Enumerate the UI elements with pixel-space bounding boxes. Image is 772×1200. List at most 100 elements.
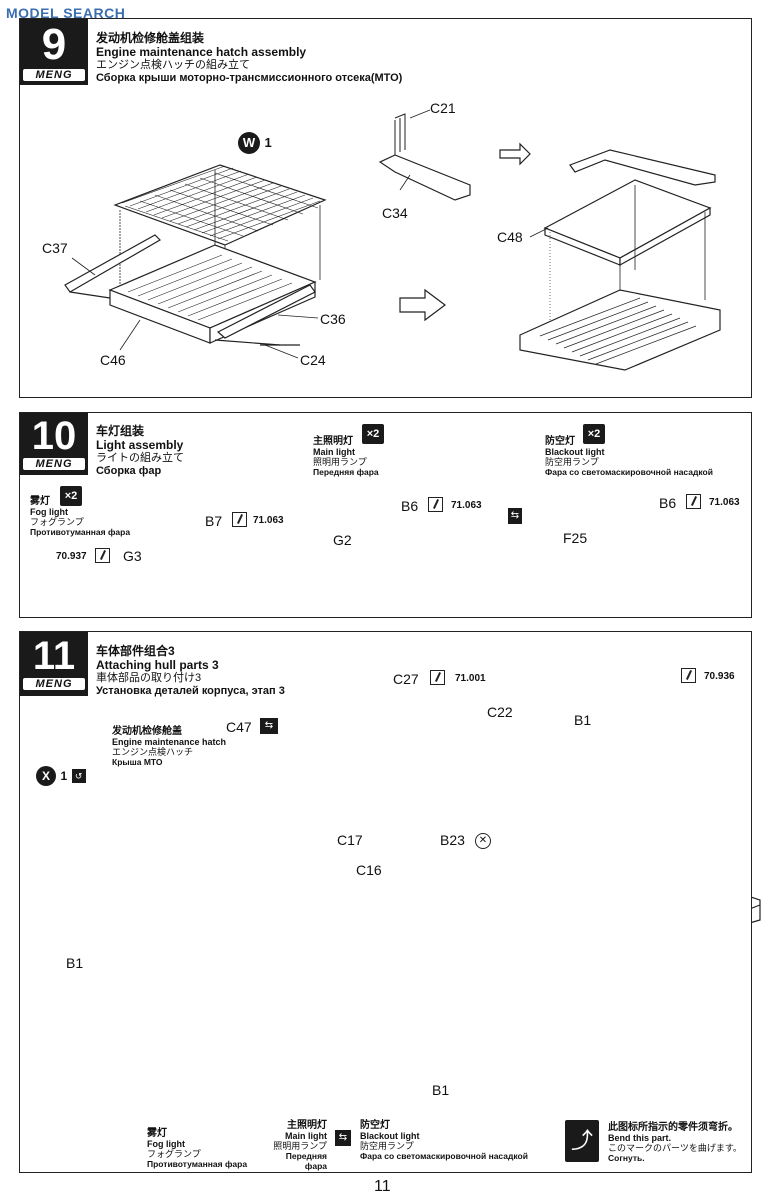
step11-part-c17: C17	[337, 832, 363, 848]
step9-w-badge: W	[238, 132, 260, 154]
step9-part-c48: C48	[497, 229, 523, 245]
step10-part-g3: G3	[123, 548, 142, 564]
step11-title-jp: 車体部品の取り付け3	[96, 672, 202, 684]
paint-brush-icon	[428, 497, 443, 512]
step11-bend-note: 此图标所指示的零件须弯折。 Bend this part. このマークのパーツを…	[608, 1122, 742, 1163]
step10-part-b6-blackout: B6	[659, 495, 677, 511]
step11-part-c27: C27	[393, 671, 419, 687]
step10-part-b6-main: B6	[401, 498, 419, 514]
step11-part-c22: C22	[487, 704, 513, 720]
step11-bend-ru: Согнуть.	[608, 1153, 645, 1163]
step10-brand: MENG	[23, 458, 85, 470]
swap-icon: ⇆	[508, 508, 522, 524]
step10-blackout-qty: ×2	[583, 424, 605, 444]
step11-blackout-jp: 防空用ランプ	[360, 1141, 414, 1151]
step9-title-ru: Сборка крыши моторно-трансмиссионного от…	[96, 72, 403, 84]
step10-title-block: 车灯组装 Light assembly ライトの組み立て Сборка фар	[96, 424, 184, 478]
step11-x1-marker: X 1 ↺	[36, 766, 86, 786]
step11-fog-caption: 雾灯 Fog light フォグランプ Противотуманная фара	[147, 1128, 247, 1169]
step10-b6-main-paint: 71.063	[451, 500, 482, 511]
step11-blackout-ru: Фара со светомаскировочной насадкой	[360, 1151, 528, 1161]
step11-fog-jp: フォグランプ	[147, 1149, 201, 1159]
step11-number: 11	[32, 634, 76, 678]
step10-main-en: Main light	[313, 447, 355, 457]
step11-fog-cn: 雾灯	[147, 1128, 167, 1139]
step11-blackout-cn: 防空灯	[360, 1120, 390, 1131]
step11-hatch-jp: エンジン点検ハッチ	[112, 747, 194, 757]
step9-w-count: 1	[264, 135, 272, 150]
step9-part-c24: C24	[300, 352, 326, 368]
step10-part-b7: B7	[205, 513, 223, 529]
step10-title-cn: 车灯组装	[96, 424, 145, 438]
step10-number-box: 10 MENG	[20, 413, 88, 475]
step10-fog-en: Fog light	[30, 507, 68, 517]
step10-b7-paint: 71.063	[253, 515, 284, 526]
step10-title-ru: Сборка фар	[96, 465, 162, 477]
paint-brush-icon	[430, 670, 445, 685]
paint-brush-icon	[686, 494, 701, 509]
step11-fog-en: Fog light	[147, 1139, 185, 1149]
step10-blackout-ru: Фара со светомаскировочной насадкой	[545, 467, 713, 477]
paint-brush-icon	[95, 548, 110, 563]
step9-part-c46: C46	[100, 352, 126, 368]
step10-main-cn: 主照明灯	[313, 436, 353, 447]
step11-brand: MENG	[23, 678, 85, 690]
step10-main-jp: 照明用ランプ	[313, 457, 367, 467]
step9-c34-bracket	[378, 109, 471, 201]
step10-blackout-jp: 防空用ランプ	[545, 457, 599, 467]
step10-main-caption: 主照明灯 Main light 照明用ランプ Передняя фара	[313, 436, 379, 477]
step10-main-qty: ×2	[362, 424, 384, 444]
step11-main-ru: Передняя фара	[285, 1151, 327, 1171]
bend-icon: ↺	[71, 768, 86, 783]
watermark-text: MODEL SEARCH	[6, 5, 126, 21]
step11-hatch-ru: Крыша МТО	[112, 757, 163, 767]
step11-part-b1-right: B1	[432, 1082, 450, 1098]
step10-blackout-en: Blackout light	[545, 447, 605, 457]
step11-inset-part-b1: B1	[574, 712, 592, 728]
step11-bend-jp: このマークのパーツを曲げます。	[608, 1143, 742, 1153]
step9-w1-marker: W 1	[238, 132, 272, 154]
step10-fog-qty: ×2	[60, 486, 82, 506]
page-number: 11	[374, 1178, 391, 1195]
step11-blackout-caption: 防空灯 Blackout light 防空用ランプ Фара со светом…	[360, 1120, 528, 1161]
step10-part-g2: G2	[333, 532, 352, 548]
step11-x-badge: X	[36, 766, 56, 786]
bend-icon: ⤴	[565, 1120, 599, 1162]
step11-part-c47: C47	[226, 719, 252, 735]
step11-number-box: 11 MENG	[20, 632, 88, 696]
step9-title-block: 发动机检修舱盖组装 Engine maintenance hatch assem…	[96, 31, 402, 85]
step10-fog-jp: フォグランプ	[30, 517, 84, 527]
step10-number: 10	[31, 414, 77, 458]
step11-fog-ru: Противотуманная фара	[147, 1159, 248, 1169]
step11-main-cn: 主照明灯	[287, 1120, 327, 1131]
step11-blackout-en: Blackout light	[360, 1131, 420, 1141]
step10-fog-ru: Противотуманная фара	[30, 527, 131, 537]
step10-part-f25: F25	[563, 530, 588, 546]
step11-x-count: 1	[60, 769, 68, 783]
step10-title-jp: ライトの組み立て	[96, 452, 184, 464]
step11-hatch-caption: 发动机检修舱盖 Engine maintenance hatch エンジン点検ハ…	[112, 726, 226, 767]
step11-hatch-cn: 发动机检修舱盖	[112, 726, 182, 737]
step9-number-box: 9 MENG	[20, 19, 88, 85]
step11-panel	[19, 631, 752, 1173]
step9-title-en: Engine maintenance hatch assembly	[96, 45, 307, 59]
step11-hatch-en: Engine maintenance hatch	[112, 737, 227, 747]
step11-part-b23: B23	[440, 832, 465, 848]
step9-part-c37: C37	[42, 240, 68, 256]
step11-c27-paint: 71.001	[455, 673, 486, 684]
step10-fog-cn: 雾灯	[30, 496, 50, 507]
watermark: MODEL SEARCH	[6, 5, 125, 21]
step11-main-en: Main light	[285, 1131, 327, 1141]
step10-fog-caption: 雾灯 Fog light フォグランプ Противотуманная фара	[30, 496, 130, 537]
step10-fog-paint: 70.937	[56, 551, 87, 562]
step11-title-ru: Установка деталей корпуса, этап 3	[96, 685, 285, 697]
step9-brand: MENG	[23, 69, 85, 81]
step9-title-cn: 发动机检修舱盖组装	[96, 31, 205, 45]
step10-main-ru: Передняя фара	[313, 467, 379, 477]
step9-title-jp: エンジン点検ハッチの組み立て	[96, 59, 250, 71]
step9-part-c21: C21	[430, 100, 456, 116]
step10-title-en: Light assembly	[96, 438, 184, 452]
step10-blackout-caption: 防空灯 Blackout light 防空用ランプ Фара со светом…	[545, 436, 713, 477]
step11-part-b1-left: B1	[66, 955, 84, 971]
step11-main-caption: 主照明灯 Main light 照明用ランプ Передняя фара	[263, 1120, 327, 1171]
